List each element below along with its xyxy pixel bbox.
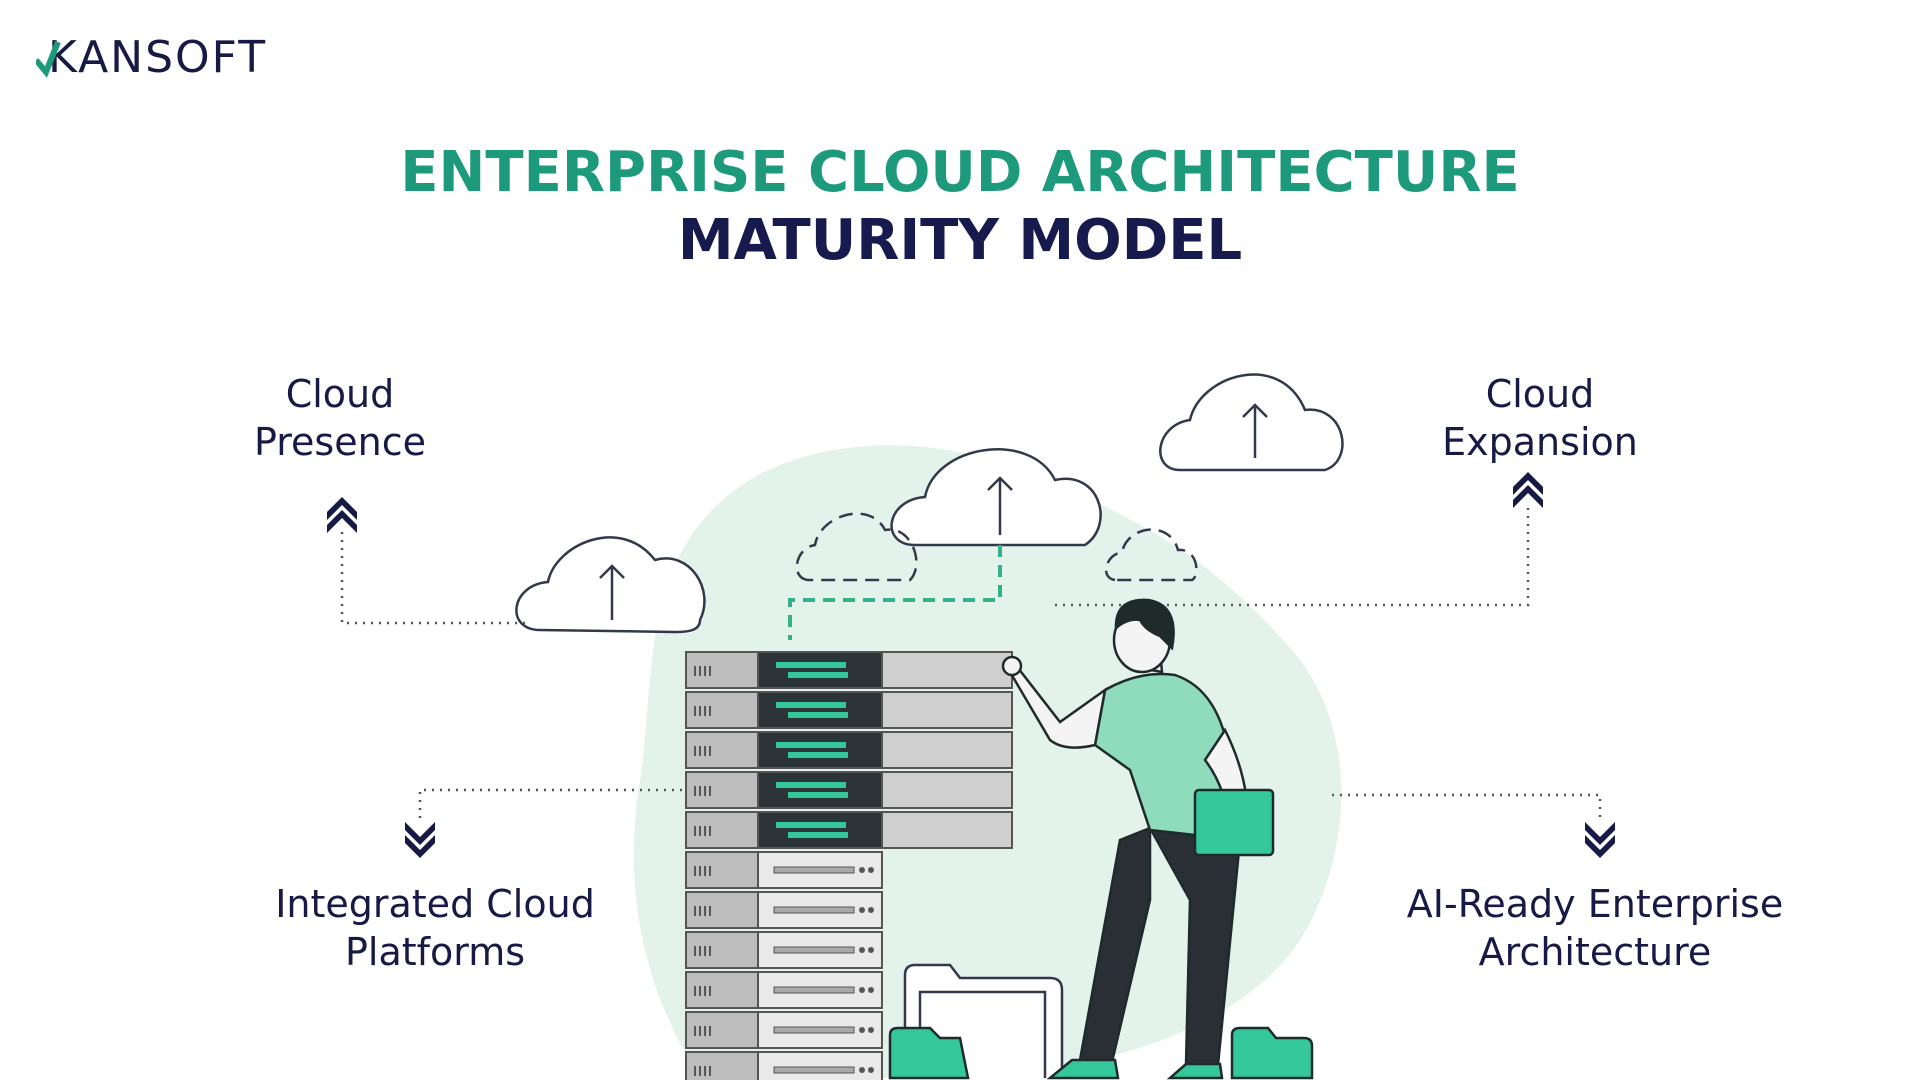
server-unit <box>685 851 883 889</box>
teal-dashed-connector <box>788 545 1002 640</box>
connector-integrated-cloud <box>418 788 690 822</box>
upload-arrow-icon-left <box>599 564 625 620</box>
person-illustration <box>1001 598 1275 1080</box>
connector-ai-ready <box>1332 793 1602 822</box>
cloud-icon-right <box>1159 373 1344 472</box>
cloud-icon-dashed-2 <box>1104 528 1198 582</box>
folder-icon-teal-1 <box>888 1026 970 1080</box>
chevron-up-icon-cloud-expansion <box>1513 472 1543 508</box>
server-unit <box>685 731 1013 769</box>
stage-cloud-presence: Cloud Presence <box>254 372 426 464</box>
server-unit <box>685 691 1013 729</box>
stage-ai-ready-enterprise-architecture: AI-Ready Enterprise Architecture <box>1406 882 1784 974</box>
server-unit <box>685 971 883 1009</box>
server-unit <box>685 651 1013 689</box>
server-rack <box>685 651 1013 1080</box>
checkmark-icon <box>36 40 61 78</box>
chevron-down-icon-integrated-cloud <box>405 822 435 858</box>
page-title: ENTERPRISE CLOUD ARCHITECTURE <box>400 140 1520 205</box>
server-unit <box>685 891 883 929</box>
cloud-icon-dashed-1 <box>795 512 918 582</box>
server-unit <box>685 811 1013 849</box>
stage-integrated-cloud-platforms: Integrated Cloud Platforms <box>275 882 595 974</box>
page-subtitle: MATURITY MODEL <box>677 208 1243 273</box>
server-unit <box>685 931 883 969</box>
logo-text: KANSOFT <box>48 32 268 83</box>
upload-arrow-icon-center <box>987 476 1013 535</box>
connector-cloud-presence <box>340 532 525 625</box>
connector-cloud-expansion <box>1055 505 1530 607</box>
server-unit <box>685 771 1013 809</box>
upload-arrow-icon-right <box>1242 403 1268 458</box>
folder-icon-teal-2 <box>1230 1026 1314 1080</box>
chevron-up-icon-cloud-presence <box>327 497 357 533</box>
cloud-icon-center <box>890 448 1102 547</box>
stage-cloud-expansion: Cloud Expansion <box>1442 372 1638 464</box>
server-unit <box>685 1051 883 1080</box>
kansoft-logo: KANSOFT <box>36 30 286 83</box>
cloud-icon-left <box>515 536 706 634</box>
chevron-down-icon-ai-ready <box>1585 822 1615 858</box>
server-unit <box>685 1011 883 1049</box>
